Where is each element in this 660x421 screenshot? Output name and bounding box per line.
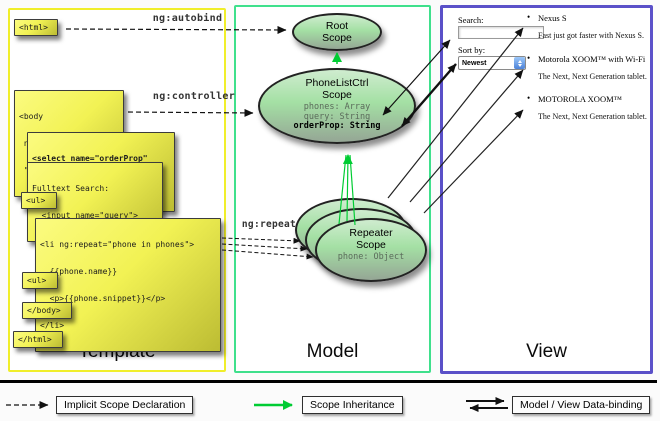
code-box-li-repeat: <li ng:repeat="phone in phones"> {{phone… — [35, 218, 221, 352]
ng-repeat-label: ng:repeat — [241, 219, 297, 230]
view-panel-label: View — [526, 341, 567, 362]
phone-item-title: • Nexus S — [527, 12, 660, 23]
bullet-icon: • — [527, 93, 531, 103]
bullet-icon: • — [527, 12, 531, 22]
phone-list-item: • Nexus S Fast just got faster with Nexus… — [527, 12, 660, 40]
search-input[interactable] — [458, 26, 544, 39]
legend-divider — [0, 380, 657, 383]
model-panel-label: Model — [306, 341, 359, 362]
root-scope-subtitle: Scope — [322, 31, 352, 44]
prop-query: query: String — [303, 111, 371, 122]
code-line: <input name="query"> — [32, 211, 138, 220]
repeater-scope-subtitle: Scope — [356, 238, 386, 251]
root-scope-ellipse: Root Scope — [292, 13, 382, 51]
phone-item-title-text: MOTOROLA XOOM™ — [538, 94, 622, 104]
sort-dropdown-value: Newest — [462, 59, 487, 67]
code-box-ul-open: <ul> — [21, 192, 57, 209]
phone-item-title: • MOTOROLA XOOM™ — [527, 93, 660, 104]
legend-scope-inheritance: Scope Inheritance — [302, 396, 403, 414]
down-arrow-icon — [517, 63, 522, 67]
sort-by-label: Sort by: — [458, 45, 486, 55]
code-line: <body — [19, 112, 44, 121]
phone-list-item: • Motorola XOOM™ with Wi-Fi The Next, Nex… — [527, 53, 660, 81]
bullet-icon: • — [527, 53, 531, 63]
prop-phone: phone: Object — [337, 252, 405, 262]
ng-autobind-label: ng:autobind — [152, 13, 223, 24]
code-line: <li ng:repeat="phone in phones"> — [40, 240, 195, 249]
prop-orderprop: orderProp: String — [293, 121, 381, 131]
phonelistctrl-scope-props: phones: Array query: String orderProp: S… — [260, 102, 414, 132]
phone-item-desc: The Next, Next Generation tablet. — [538, 112, 647, 121]
prop-phones: phones: Array — [303, 102, 371, 112]
ng-controller-label: ng:controller — [152, 91, 236, 102]
code-box-ul-close: <ul> — [22, 272, 58, 289]
code-line: <select name="orderProp" — [32, 154, 148, 163]
search-label: Search: — [458, 15, 484, 25]
repeater-scope-title: Repeater — [349, 227, 393, 239]
code-box-body-close: </body> — [22, 302, 72, 319]
repeater-scope-ellipse: Repeater Scope phone: Object — [315, 218, 427, 282]
phone-list-item: • MOTOROLA XOOM™ The Next, Next Generatio… — [527, 93, 660, 121]
code-box-html-close: </html> — [13, 331, 63, 348]
phonelistctrl-scope-subtitle: Scope — [322, 88, 352, 101]
up-arrow-icon — [517, 59, 522, 63]
code-box-html-open: <html> — [14, 19, 58, 36]
code-line: {{phone.name}} — [40, 267, 118, 276]
phonelistctrl-scope-title: PhoneListCtrl — [305, 77, 369, 89]
phone-item-title: • Motorola XOOM™ with Wi-Fi — [527, 53, 660, 64]
phone-item-desc: Fast just got faster with Nexus S. — [538, 31, 644, 40]
legend-implicit-scope: Implicit Scope Declaration — [56, 396, 194, 414]
phone-item-title-text: Nexus S — [538, 13, 567, 23]
sort-dropdown[interactable]: Newest — [458, 56, 526, 70]
root-scope-title: Root — [325, 20, 349, 32]
code-line: Fulltext Search: — [32, 184, 110, 193]
legend-data-binding: Model / View Data-binding — [512, 396, 651, 414]
dropdown-stepper-icon — [514, 57, 525, 69]
model-panel — [234, 5, 431, 373]
phonelistctrl-scope-ellipse: PhoneListCtrl Scope phones: Array query:… — [258, 68, 416, 144]
code-line: <p>{{phone.snippet}}</p> — [40, 294, 166, 303]
phone-item-desc: The Next, Next Generation tablet. — [538, 72, 647, 81]
code-line: </li> — [40, 321, 65, 330]
phone-item-title-text: Motorola XOOM™ with Wi-Fi — [538, 54, 646, 64]
